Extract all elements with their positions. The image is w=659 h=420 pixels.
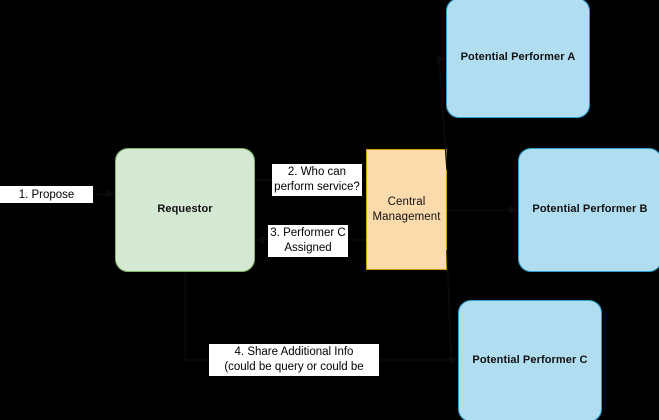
edge-cm-to-performer-b [447, 206, 518, 214]
node-requestor[interactable]: Requestor [115, 148, 255, 272]
node-potential-performer-c[interactable]: Potential Performer C [458, 300, 602, 420]
edge-label-who-can-perform-service: 2. Who can perform service? [272, 164, 362, 196]
node-requestor-label: Requestor [157, 203, 213, 216]
node-potential-performer-b-label: Potential Performer B [532, 203, 648, 216]
edge-label-propose-service: 1. Propose service [0, 186, 93, 217]
node-potential-performer-a[interactable]: Potential Performer A [446, 0, 590, 118]
node-central-management[interactable]: Central Management [366, 149, 447, 270]
node-central-management-label: Central Management [372, 196, 441, 223]
edge-label-share-additional-info: 4. Share Additional Info (could be query… [209, 344, 379, 388]
edge-cm-to-performer-c [446, 249, 458, 364]
node-potential-performer-c-label: Potential Performer C [472, 354, 588, 367]
node-potential-performer-a-label: Potential Performer A [460, 51, 576, 64]
node-potential-performer-b[interactable]: Potential Performer B [518, 148, 659, 272]
edge-label-performer-c-assigned: 3. Performer C Assigned [268, 225, 348, 257]
